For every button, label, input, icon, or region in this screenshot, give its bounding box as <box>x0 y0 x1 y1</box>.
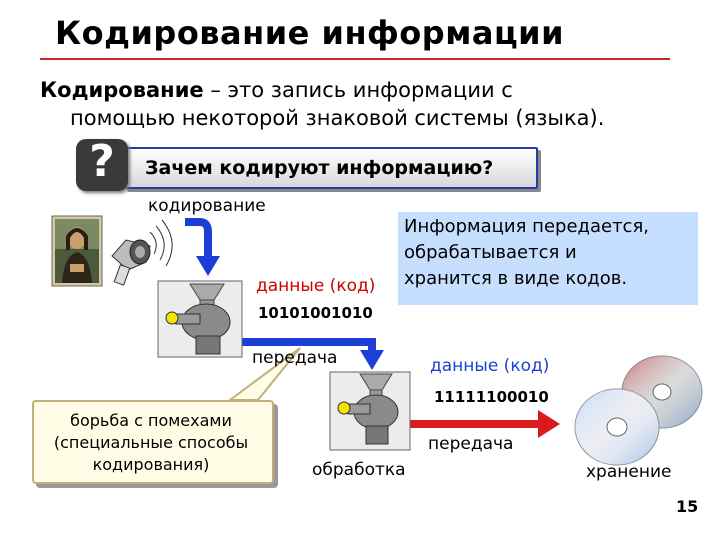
question-mark-glyph: ? <box>89 136 115 187</box>
storage-label: хранение <box>586 462 672 482</box>
definition-term: Кодирование <box>40 78 204 102</box>
processing-machine-2-icon <box>329 371 411 451</box>
info-line-3: хранится в виде кодов. <box>404 268 628 289</box>
title-underline <box>40 58 670 60</box>
data-code-label-1: данные (код) <box>256 276 376 296</box>
arrow-transfer-2 <box>410 410 560 438</box>
code-value-1: 10101001010 <box>258 304 373 322</box>
info-line-1: Информация передается, <box>404 216 649 237</box>
info-line-2: обрабатывается и <box>404 242 577 263</box>
callout-line-1: борьба с помехами <box>70 411 232 430</box>
definition-line-1-rest: – это запись информации с <box>203 78 513 102</box>
callout-box <box>32 400 274 484</box>
info-box <box>398 212 698 305</box>
callout-line-3: кодирования) <box>92 455 210 474</box>
code-value-2: 11111100010 <box>434 388 549 406</box>
question-text: Зачем кодируют информацию? <box>145 157 494 179</box>
definition-line-1: Кодирование – это запись информации с <box>40 78 513 102</box>
encoding-label: кодирование <box>148 196 266 216</box>
processing-label: обработка <box>312 460 406 480</box>
page-title: Кодирование информации <box>55 14 564 52</box>
scanner-device-icon <box>111 219 173 286</box>
callout-text: борьба с помехами (специальные способы к… <box>32 410 270 476</box>
data-code-label-2: данные (код) <box>430 356 550 376</box>
compact-disc-icon <box>574 355 703 466</box>
arrow-transfer-1 <box>242 338 384 370</box>
transfer-label-1: передача <box>252 348 338 368</box>
processing-machine-1-icon <box>157 280 243 358</box>
arrow-encode <box>185 218 220 276</box>
portrait-picture <box>51 215 103 287</box>
transfer-label-2: передача <box>428 434 514 454</box>
definition-line-2: помощью некоторой знаковой системы (язык… <box>70 106 605 130</box>
callout-line-2: (специальные способы <box>53 433 249 452</box>
question-mark-icon <box>76 139 128 191</box>
page-number: 15 <box>676 497 699 516</box>
question-banner <box>124 147 538 189</box>
info-box-text: Информация передается, обрабатывается и … <box>404 214 649 292</box>
